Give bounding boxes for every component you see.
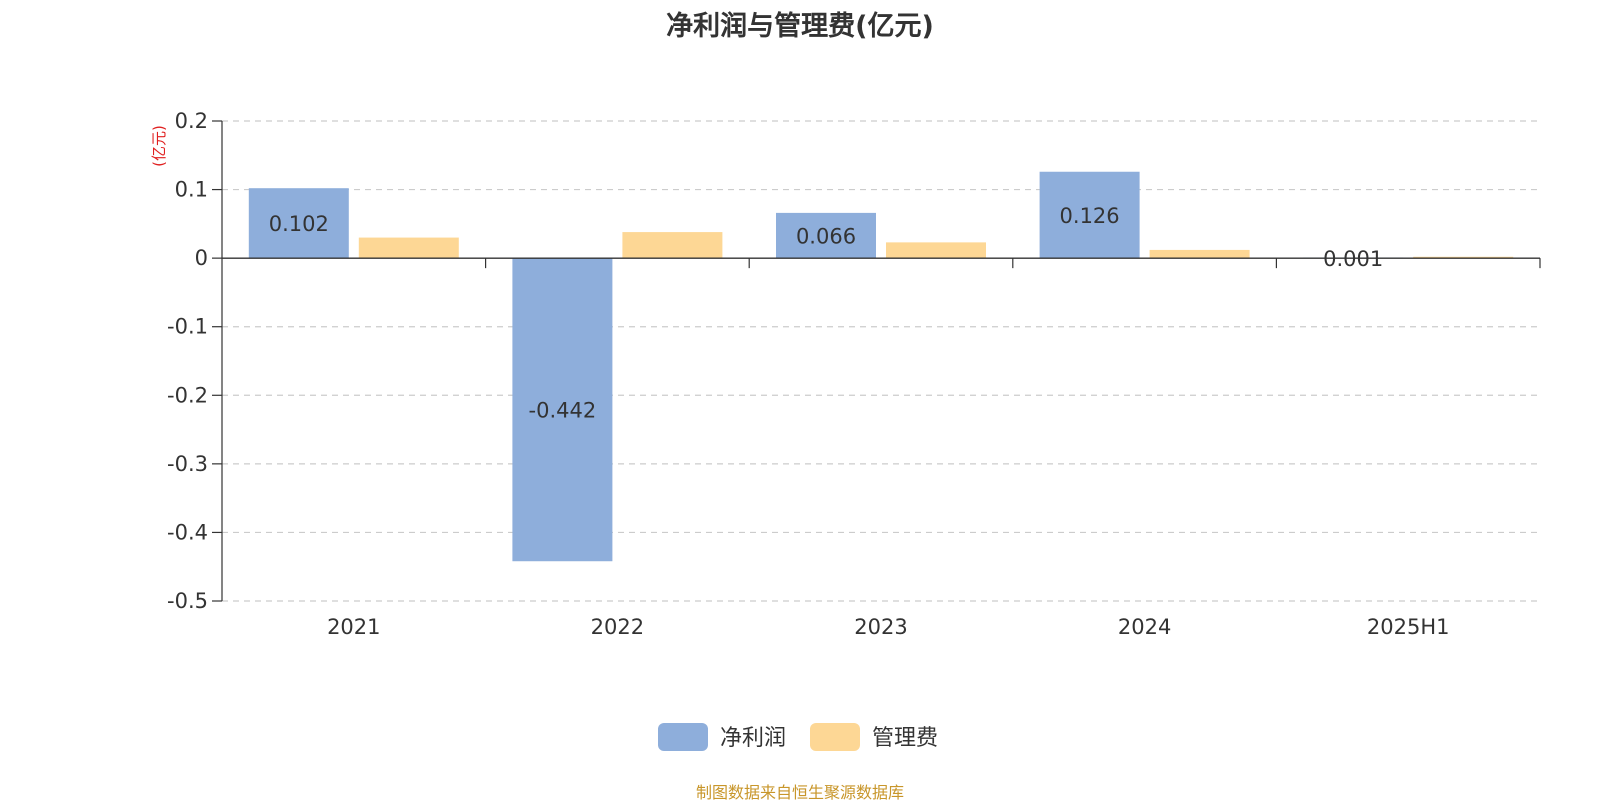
net-profit-bar bbox=[512, 258, 613, 562]
data-source-note: 制图数据来自恒生聚源数据库 bbox=[695, 783, 904, 802]
admin-expense-bar bbox=[1149, 249, 1250, 259]
y-tick-label: 0 bbox=[195, 246, 208, 270]
net-profit-bar bbox=[248, 188, 349, 259]
admin-expense-bar bbox=[886, 242, 986, 259]
bar-value-label: 0.066 bbox=[796, 225, 856, 249]
y-tick-label: 0.1 bbox=[175, 178, 208, 202]
y-tick-label: -0.2 bbox=[167, 383, 208, 407]
x-tick-label: 2024 bbox=[1118, 615, 1171, 639]
bar-value-label: -0.442 bbox=[529, 399, 597, 423]
legend-swatch bbox=[658, 723, 708, 751]
chart-title: 净利润与管理费(亿元) bbox=[666, 11, 934, 42]
y-tick-label: -0.3 bbox=[167, 452, 208, 476]
legend-swatch bbox=[810, 723, 860, 751]
legend-label: 管理费 bbox=[872, 726, 938, 751]
y-tick-label: 0.2 bbox=[175, 109, 208, 133]
legend: 净利润 管理费 bbox=[658, 723, 938, 751]
x-tick-label: 2021 bbox=[327, 615, 380, 639]
bar-value-label: 0.102 bbox=[269, 212, 329, 236]
y-tick-label: -0.1 bbox=[167, 315, 208, 339]
bars bbox=[248, 171, 1514, 562]
admin-expense-bar bbox=[622, 232, 723, 259]
admin-expense-bar bbox=[358, 237, 459, 259]
y-tick-label: -0.4 bbox=[167, 520, 208, 544]
data-labels: 0.102 -0.442 0.066 0.126 0.001 bbox=[269, 204, 1384, 423]
grid-lines bbox=[222, 120, 1540, 602]
y-tick-label: -0.5 bbox=[167, 589, 208, 613]
axes: 0.2 0.1 0 -0.1 -0.2 -0.3 -0.4 -0.5 2021 2022 2023 2… bbox=[167, 109, 1541, 639]
bar-value-label: 0.001 bbox=[1323, 247, 1383, 271]
x-tick-label: 2025H1 bbox=[1367, 615, 1450, 639]
bar-value-label: 0.126 bbox=[1060, 204, 1120, 228]
net-profit-bar bbox=[776, 212, 876, 259]
legend-label: 净利润 bbox=[720, 726, 786, 751]
net-profit-bar bbox=[1039, 171, 1140, 259]
y-axis-unit-label: (亿元) bbox=[150, 125, 168, 167]
x-tick-label: 2022 bbox=[591, 615, 644, 639]
x-tick-label: 2023 bbox=[854, 615, 907, 639]
